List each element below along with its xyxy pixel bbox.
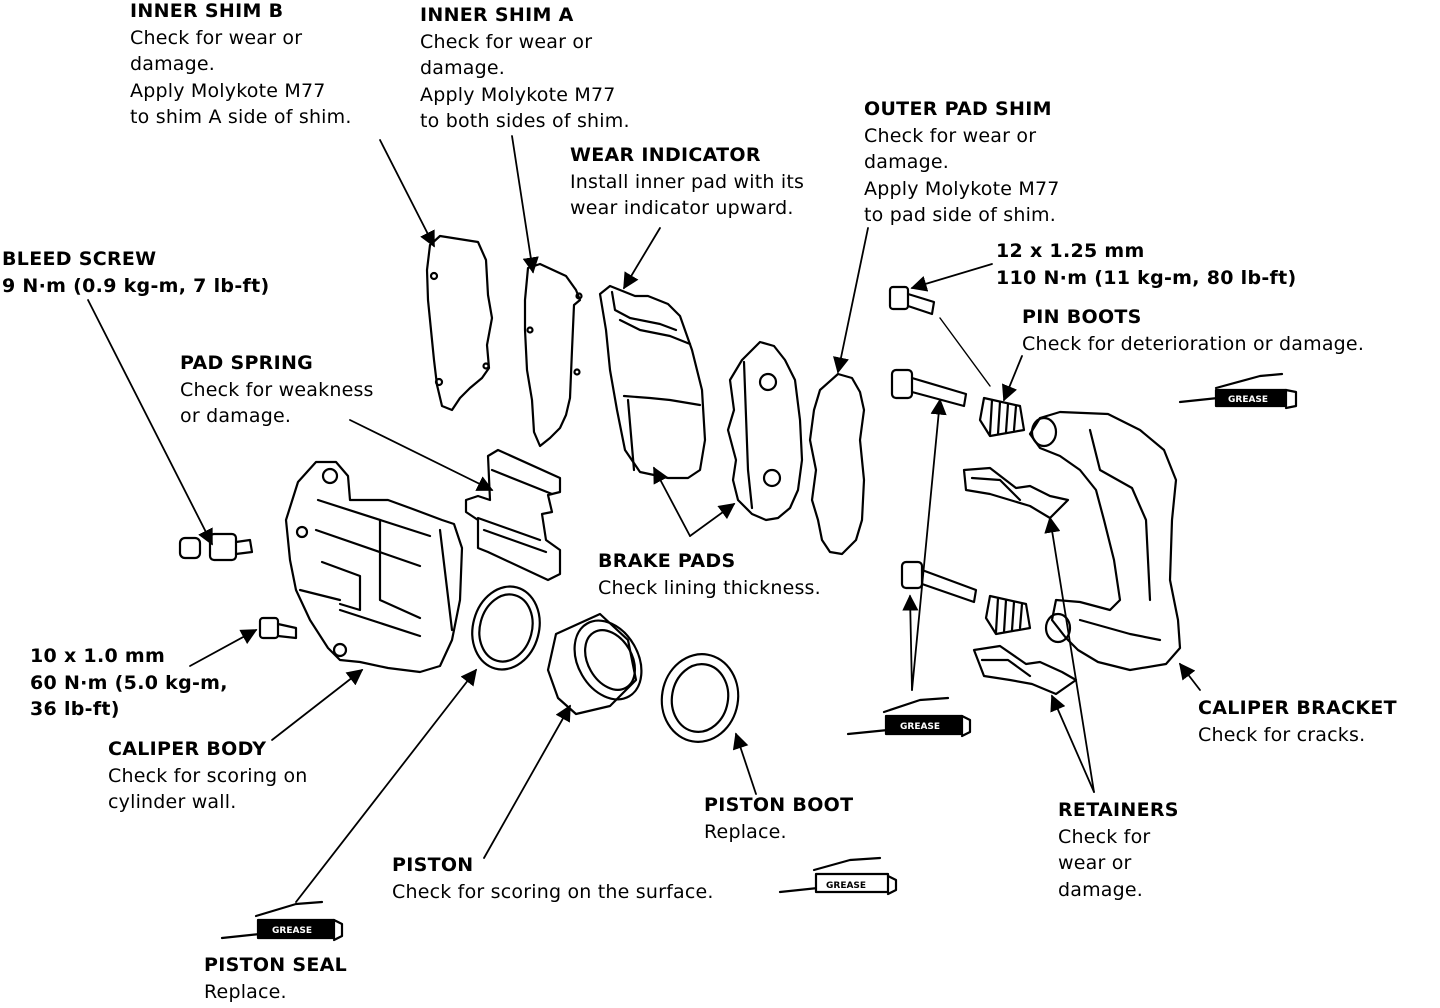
grease-label: GREASE [826,881,866,891]
callout-torque: 9 N·m (0.9 kg-m, 7 lb-ft) [2,274,270,297]
callout-caliper-bracket: CALIPER BRACKET Check for cracks. [1198,695,1397,748]
bleed-screw [178,532,254,562]
grease-label: GREASE [900,722,940,732]
callout-bolt-10mm: 10 x 1.0 mm 60 N·m (5.0 kg-m, 36 lb-ft) [30,643,228,723]
callout-line: Check for scoring on [108,764,308,787]
callout-title: BRAKE PADS [598,550,736,572]
callout-title: PISTON SEAL [204,954,348,976]
callout-line: Apply Molykote M77 [864,177,1060,200]
callout-title: PAD SPRING [180,352,314,374]
callout-line: or damage. [180,405,292,427]
callout-piston: PISTON Check for scoring on the surface. [392,852,714,905]
callout-torque: 36 lb-ft) [30,698,120,720]
callout-title: BLEED SCREW [2,248,157,270]
callout-brake-pads: BRAKE PADS Check lining thickness. [598,548,821,601]
upper-pin-boot [978,396,1026,438]
callout-retainers: RETAINERS Check for wear or damage. [1058,797,1179,903]
callout-line: Apply Molykote M77 [420,83,616,106]
callout-line: Install inner pad with its [570,170,805,193]
callout-line: Replace. [704,820,787,843]
callout-torque: 60 N·m (5.0 kg-m, [30,671,228,694]
callout-line: damage. [130,53,216,75]
callout-title: INNER SHIM A [420,4,574,26]
outer-brake-pad [726,340,804,522]
callout-title: WEAR INDICATOR [570,144,761,166]
callout-piston-boot: PISTON BOOT Replace. [704,792,853,845]
callout-outer-pad-shim: OUTER PAD SHIM Check for wear or damage.… [864,96,1060,229]
callout-line: Check for scoring on the surface. [392,880,714,903]
inner-brake-pad [598,284,707,480]
callout-line: Apply Molykote M77 [130,79,326,102]
callout-line: to both sides of shim. [420,110,630,132]
callout-title: OUTER PAD SHIM [864,98,1052,120]
grease-label: GREASE [272,926,312,936]
callout-line: Replace. [204,980,287,1003]
callout-inner-shim-a: INNER SHIM A Check for wear or damage. A… [420,2,630,135]
callout-title: CALIPER BRACKET [1198,697,1397,719]
caliper-body [284,460,464,674]
callout-line: to shim A side of shim. [130,106,352,128]
callout-pad-spring: PAD SPRING Check for weakness or damage. [180,350,374,430]
inner-shim-a [523,262,582,448]
callout-line: wear or [1058,852,1132,874]
callout-line: Check for wear or [864,124,1037,147]
grease-label: GREASE [1228,395,1268,405]
callout-line: 10 x 1.0 mm [30,645,166,667]
callout-inner-shim-b: INNER SHIM B Check for wear or damage. A… [130,0,352,131]
callout-title: RETAINERS [1058,799,1179,821]
lower-pin-boot [984,594,1032,636]
callout-title: INNER SHIM B [130,0,284,22]
piston-boot-ring [660,653,740,743]
callout-line: cylinder wall. [108,791,237,813]
callout-line: wear indicator upward. [570,197,794,219]
grease-tube-icon: GREASE [846,696,972,738]
callout-line: 12 x 1.25 mm [996,240,1145,262]
callout-torque: 110 N·m (11 kg-m, 80 lb-ft) [996,266,1297,289]
upper-retainer [962,466,1070,520]
callout-line: Check for cracks. [1198,723,1366,746]
callout-line: Check for wear or [130,26,303,49]
pad-spring [464,448,562,582]
callout-caliper-body: CALIPER BODY Check for scoring on cylind… [108,736,308,816]
callout-line: Check for wear or [420,30,593,53]
callout-piston-seal: PISTON SEAL Replace. [204,952,347,1005]
callout-line: Check for deterioration or damage. [1022,332,1365,355]
grease-tube-icon: GREASE [220,900,344,942]
lower-retainer [972,644,1078,696]
caliper-bracket [1028,410,1182,672]
callout-line: Check lining thickness. [598,576,821,599]
inner-shim-b [425,234,494,412]
grease-tube-icon: GREASE [778,856,898,896]
callout-wear-indicator: WEAR INDICATOR Install inner pad with it… [570,142,804,222]
callout-line: damage. [864,151,950,173]
outer-pad-shim [808,372,866,556]
callout-title: PISTON BOOT [704,794,854,816]
callout-pin-boots: PIN BOOTS Check for deterioration or dam… [1022,304,1364,357]
leader-arrows [87,135,1201,903]
bracket-bolt-12mm [888,285,936,316]
lower-guide-pin [900,560,978,604]
callout-line: Check for weakness [180,378,374,401]
callout-title: PISTON [392,854,474,876]
grease-tube-icon: GREASE [1178,372,1298,410]
callout-bleed-screw: BLEED SCREW 9 N·m (0.9 kg-m, 7 lb-ft) [2,246,269,299]
callout-title: CALIPER BODY [108,738,267,760]
callout-line: damage. [1058,878,1144,901]
callout-line: Check for [1058,825,1151,848]
callout-line: to pad side of shim. [864,204,1057,226]
callout-title: PIN BOOTS [1022,306,1142,328]
caliper-bolt-10mm [258,616,298,640]
upper-guide-pin [890,368,968,408]
callout-bolt-12mm: 12 x 1.25 mm 110 N·m (11 kg-m, 80 lb-ft) [996,238,1297,291]
piston [546,612,643,716]
piston-seal-ring [471,585,541,671]
callout-line: damage. [420,57,506,79]
